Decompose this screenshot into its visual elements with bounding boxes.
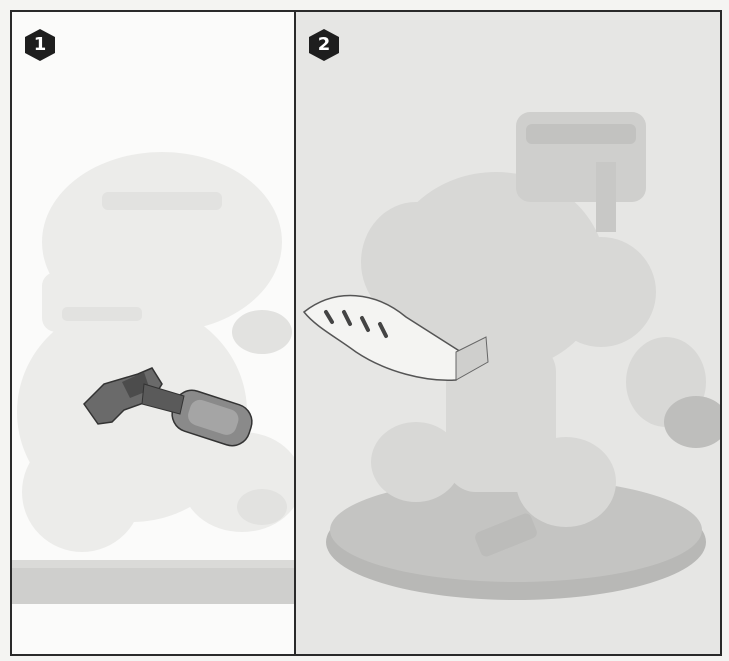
step-panel-1: 1 (12, 12, 296, 654)
step-1-badge: 1 (24, 28, 56, 62)
assembly-frame: 1 (10, 10, 722, 656)
step-1-number: 1 (24, 28, 56, 62)
step-2-number: 2 (308, 28, 340, 62)
step-2-badge: 2 (308, 28, 340, 62)
step-panel-2: 2 (296, 12, 722, 654)
step-1-illustration (12, 12, 294, 654)
step-2-illustration (296, 12, 722, 654)
